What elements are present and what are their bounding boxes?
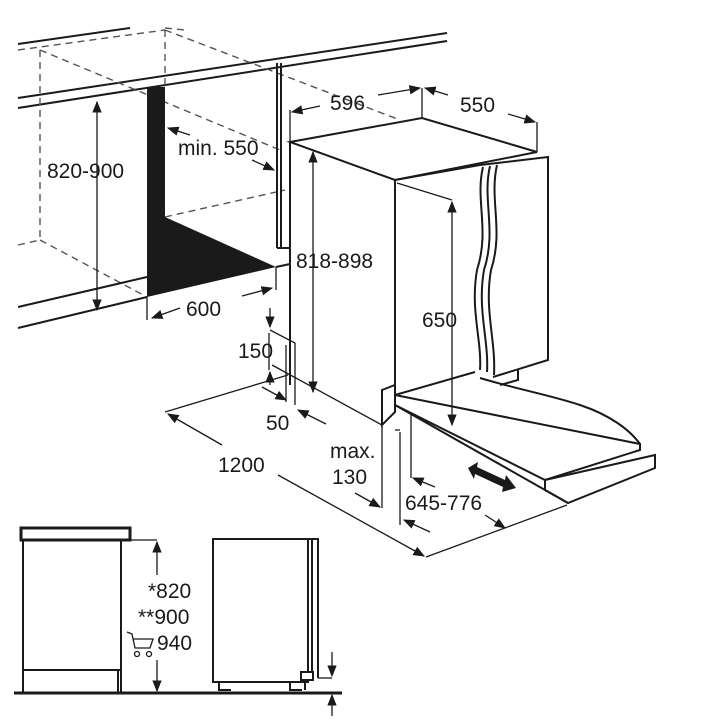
side-view-cabinet xyxy=(14,526,342,695)
width-arrow-left xyxy=(290,105,321,115)
adjacent-panel xyxy=(276,63,290,249)
swing-arrow-left xyxy=(166,413,223,446)
appliance-depth-label: 550 xyxy=(460,94,495,117)
max-label: max. xyxy=(330,440,376,463)
plinth-depth-arrow-left xyxy=(261,386,288,401)
side-view-appliance xyxy=(212,538,332,691)
depth-arrow-right xyxy=(507,113,537,124)
width-arrow-right xyxy=(377,85,422,96)
depth-arrow-left xyxy=(423,86,449,96)
plinth-height-label: 150 xyxy=(238,340,273,363)
plinth-depth-label: 50 xyxy=(266,412,289,435)
open-door xyxy=(381,371,656,505)
door-slide-double-arrow xyxy=(468,462,516,492)
min-depth-label: min. 550 xyxy=(178,137,259,160)
niche-side-panel xyxy=(147,87,276,297)
niche-width-arrow-right xyxy=(241,286,274,297)
plinth-lines xyxy=(17,263,291,329)
min-depth-arrow-top xyxy=(166,126,191,136)
door-swing-label: 1200 xyxy=(218,454,265,477)
max-value-label: 130 xyxy=(332,466,367,489)
swing-arrow-right xyxy=(277,474,426,557)
niche-height-label: 820-900 xyxy=(47,160,124,183)
side-height-1-label: *820 xyxy=(148,580,191,603)
range-arrow-right xyxy=(402,519,431,533)
shopping-cart-icon xyxy=(126,631,154,658)
niche-width-arrow-left xyxy=(150,307,181,319)
plinth-depth-arrow-right xyxy=(296,409,327,425)
min-depth-arrow-bottom xyxy=(251,159,276,171)
door-range-label: 645-776 xyxy=(405,492,482,515)
side-height-3-label: 940 xyxy=(157,632,192,655)
plinth xyxy=(164,329,383,426)
appliance-width-label: 596 xyxy=(330,92,365,115)
range-arrow-left xyxy=(411,477,436,488)
niche-width-label: 600 xyxy=(186,298,221,321)
door-height-label: 650 xyxy=(422,309,457,332)
dishwasher-body xyxy=(286,116,549,395)
side-height-2-label: **900 xyxy=(138,606,189,629)
countertop xyxy=(17,27,448,109)
max-arrow xyxy=(354,492,382,508)
appliance-height-label: 818-898 xyxy=(296,250,373,273)
